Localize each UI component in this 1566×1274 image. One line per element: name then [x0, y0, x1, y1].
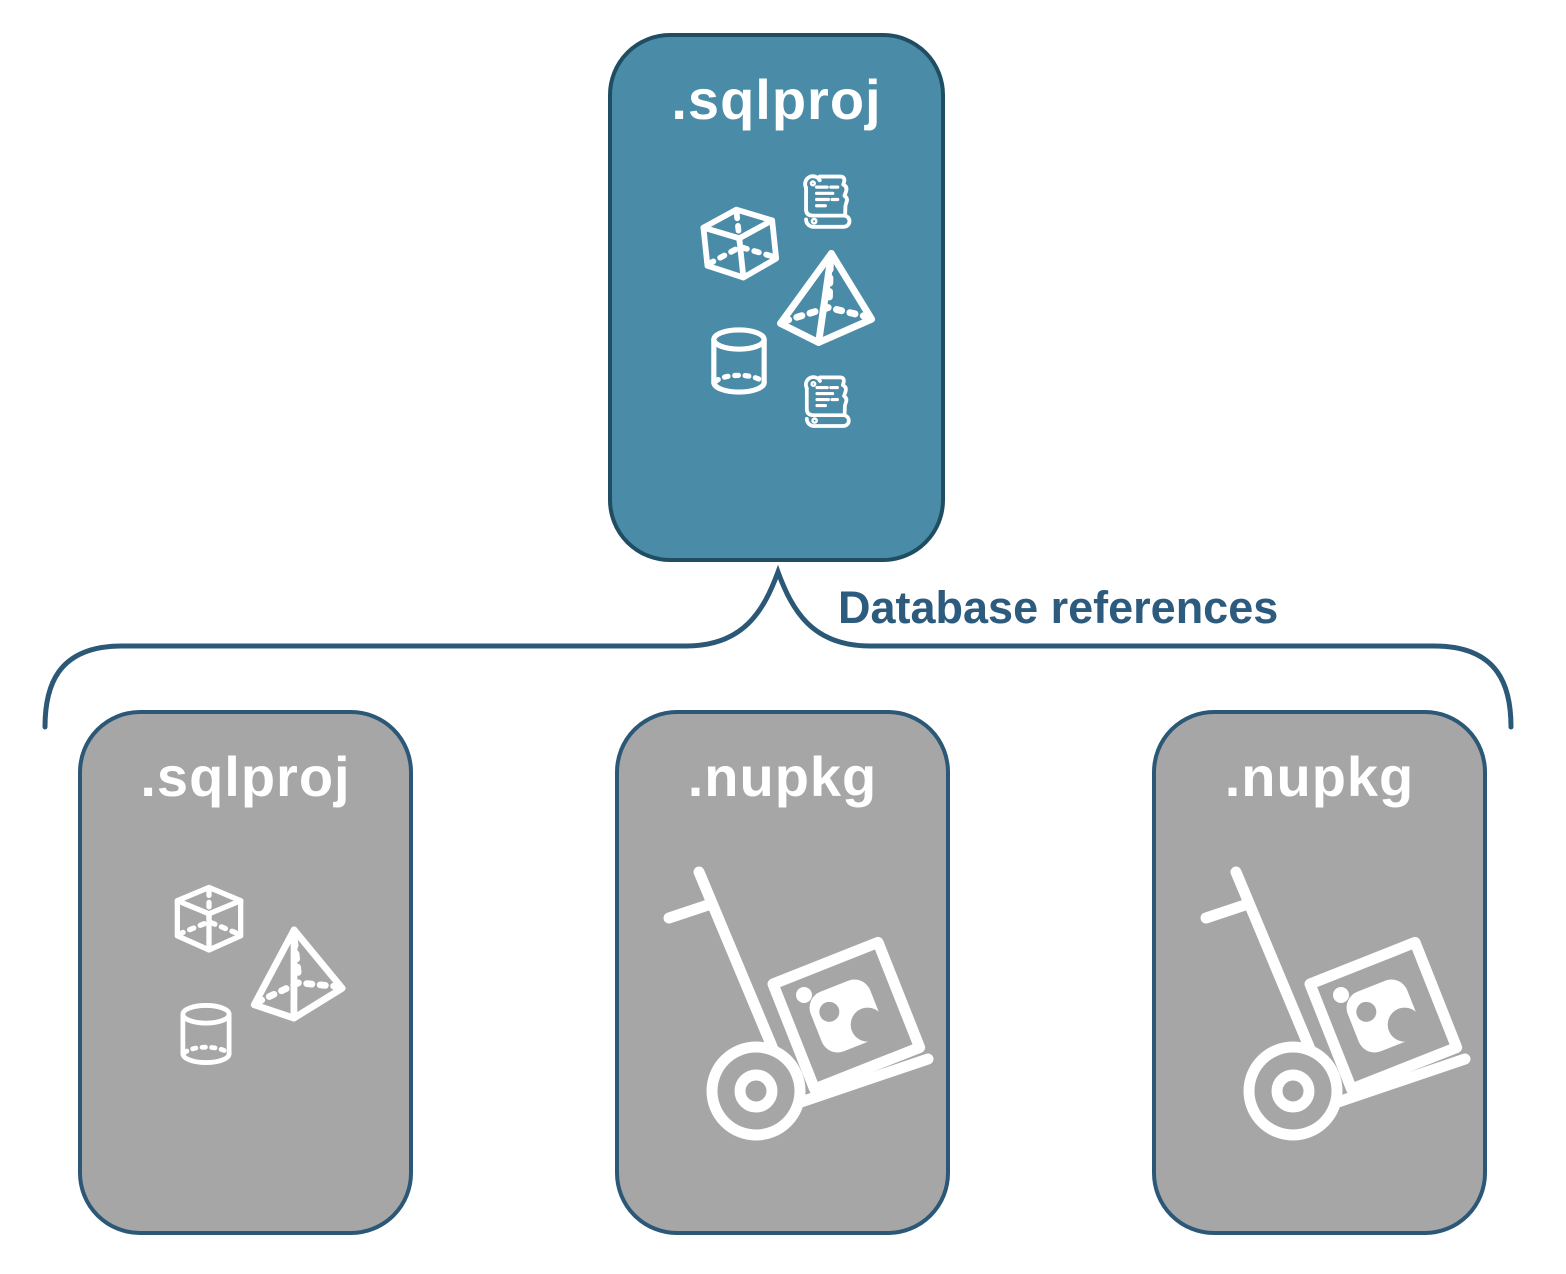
database-cylinder-icon	[702, 319, 776, 403]
node-child-label: .sqlproj	[140, 745, 351, 808]
node-child-nupkg: .nupkg	[615, 710, 950, 1235]
nuget-hand-truck-icon	[641, 854, 941, 1154]
node-root-label: .sqlproj	[671, 68, 882, 131]
sql-script-icon	[798, 170, 860, 234]
edge-label: Database references	[838, 582, 1279, 633]
pyramid-icon	[772, 245, 878, 351]
database-cylinder-icon	[172, 994, 240, 1074]
nuget-hand-truck-icon	[1178, 854, 1478, 1154]
node-child-label: .nupkg	[1224, 745, 1415, 808]
node-root-sqlproj: .sqlproj	[608, 33, 945, 562]
node-child-label: .nupkg	[687, 745, 878, 808]
pyramid-icon	[235, 915, 352, 1032]
node-child-nupkg: .nupkg	[1152, 710, 1487, 1235]
node-child-sqlproj: .sqlproj	[78, 710, 413, 1235]
sql-script-icon	[799, 371, 859, 433]
